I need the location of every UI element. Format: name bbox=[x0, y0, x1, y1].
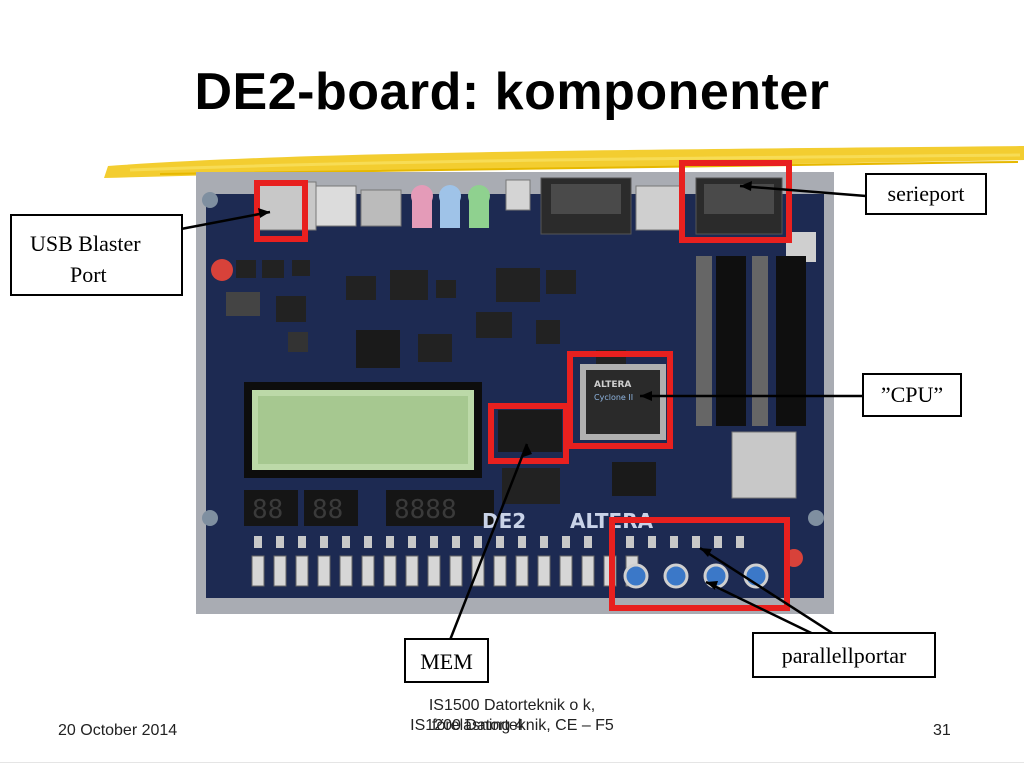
de2-board-photo: 88 88 8888 ALTERA Cyclone II DE2 ALTERA bbox=[196, 172, 834, 614]
footer-course-overlap: föreläsning 4 bbox=[432, 717, 524, 734]
footer-date: 20 October 2014 bbox=[58, 722, 178, 739]
footer-course: IS1500 Datorteknik o k, IS1200 Datortekn… bbox=[0, 696, 1024, 736]
svg-text:88: 88 bbox=[252, 495, 283, 525]
callout-serieport: serieport bbox=[865, 173, 987, 215]
callout-usb-line1: USB Blaster bbox=[30, 231, 141, 256]
callout-mem: MEM bbox=[404, 638, 489, 683]
callout-cpu: ”CPU” bbox=[862, 373, 962, 417]
svg-text:ALTERA: ALTERA bbox=[570, 509, 654, 533]
callout-usb-line2: Port bbox=[70, 262, 107, 287]
callout-usb-blaster-port: USB Blaster Port bbox=[10, 214, 183, 296]
svg-text:ALTERA: ALTERA bbox=[594, 380, 631, 390]
footer-course-line2-wrap: IS1200 Datorteknik, CE – F5 föreläsning … bbox=[0, 716, 1024, 736]
svg-text:DE2: DE2 bbox=[482, 509, 526, 533]
footer-course-line1: IS1500 Datorteknik o k, bbox=[428, 697, 596, 714]
svg-text:Cyclone II: Cyclone II bbox=[594, 393, 633, 402]
svg-text:8888: 8888 bbox=[394, 495, 457, 525]
footer-page-number: 31 bbox=[933, 722, 951, 739]
footer-course-line2: IS1200 Datorteknik, CE – F5 bbox=[410, 717, 614, 734]
slide-title: DE2-board: komponenter bbox=[194, 63, 830, 121]
svg-text:88: 88 bbox=[312, 495, 343, 525]
title-underline-stroke bbox=[104, 146, 1024, 178]
footer-divider bbox=[0, 762, 1024, 763]
callout-parallellportar: parallellportar bbox=[752, 632, 936, 678]
